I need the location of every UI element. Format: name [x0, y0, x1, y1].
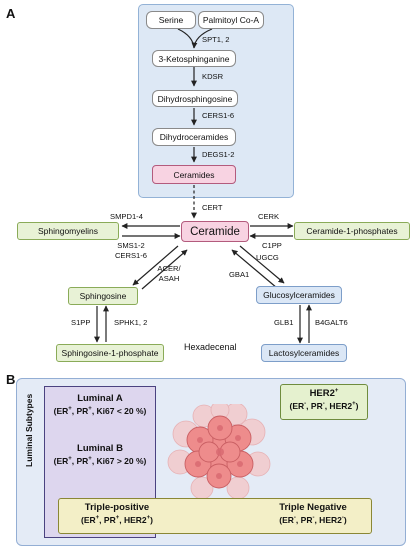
enzyme-gba1: GBA1 — [229, 270, 250, 279]
enzyme-kdsr: KDSR — [202, 72, 224, 81]
lactosylceramides-node: Lactosylceramides — [261, 344, 347, 362]
gba1-arrow — [231, 249, 278, 289]
sphingosine-node: Sphingosine — [68, 287, 138, 305]
enzyme-sphk: SPHK1, 2 — [114, 318, 148, 327]
acer-arrow — [132, 245, 179, 286]
serine-node: Serine — [146, 11, 196, 29]
luminal-b-label: Luminal B (ER+, PR+, Ki67 > 20 %) — [53, 443, 147, 466]
dihydrosphingosine-node: Dihydrosphingosine — [152, 90, 238, 107]
glucosylceramides-node: Glucosylceramides — [256, 286, 342, 304]
cers-sphingosine-arrow — [141, 249, 188, 290]
hexadecenal-label: Hexadecenal — [184, 342, 237, 352]
spt-arrow — [191, 28, 213, 49]
her2-box — [280, 384, 368, 420]
triple-positive-label: Triple-positive (ER+, PR+, HER2+) — [81, 502, 153, 525]
enzyme-s1pp: S1PP — [71, 318, 91, 327]
enzyme-acer-asah: ACER/ ASAH — [157, 264, 181, 283]
enzyme-cert: CERT — [202, 203, 223, 212]
enzyme-spt: SPT1, 2 — [202, 35, 230, 44]
dihydroceramides-node: Dihydroceramides — [152, 128, 236, 146]
ugcg-arrow — [239, 245, 285, 284]
triple-subtypes-bar — [58, 498, 372, 534]
enzyme-cers-top: CERS1-6 — [202, 111, 235, 120]
sphingomyelins-node: Sphingomyelins — [17, 222, 119, 240]
panel-b-label: B — [6, 372, 16, 387]
her2-label: HER2+ (ER-, PR-, HER2+) — [289, 388, 359, 412]
sphingosine-1-phosphate-node: Sphingosine-1-phosphate — [56, 344, 164, 362]
panel-a-label: A — [6, 6, 16, 21]
ceramides-node: Ceramides — [152, 165, 236, 184]
enzyme-b4galt6: B4GALT6 — [315, 318, 348, 327]
enzyme-cerk: CERK — [258, 212, 280, 221]
enzyme-glb1: GLB1 — [274, 318, 294, 327]
enzyme-sms-cers: SMS1-2 CERS1-6 — [114, 241, 148, 260]
ceramide-node: Ceramide — [181, 221, 249, 242]
tumor-cell-cluster-icon — [167, 404, 271, 500]
enzyme-degs: DEGS1-2 — [202, 150, 235, 159]
enzyme-ugcg: UGCG — [256, 253, 279, 262]
luminal-a-label: Luminal A (ER+, PR+, Ki67 < 20 %) — [53, 393, 147, 416]
serine-merge-line — [177, 28, 195, 49]
luminal-subtypes-vertical-label: Luminal Subtypes — [24, 393, 34, 467]
ceramide-1-phosphates-node: Ceramide-1-phosphates — [294, 222, 410, 240]
triple-negative-label: Triple Negative (ER-, PR-, HER2-) — [279, 502, 347, 525]
enzyme-c1pp: C1PP — [262, 241, 282, 250]
palmitoyl-coa-node: Palmitoyl Co-A — [198, 11, 264, 29]
enzyme-smpd: SMPD1-4 — [110, 212, 143, 221]
ketosphinganine-node: 3-Ketosphinganine — [152, 50, 236, 67]
